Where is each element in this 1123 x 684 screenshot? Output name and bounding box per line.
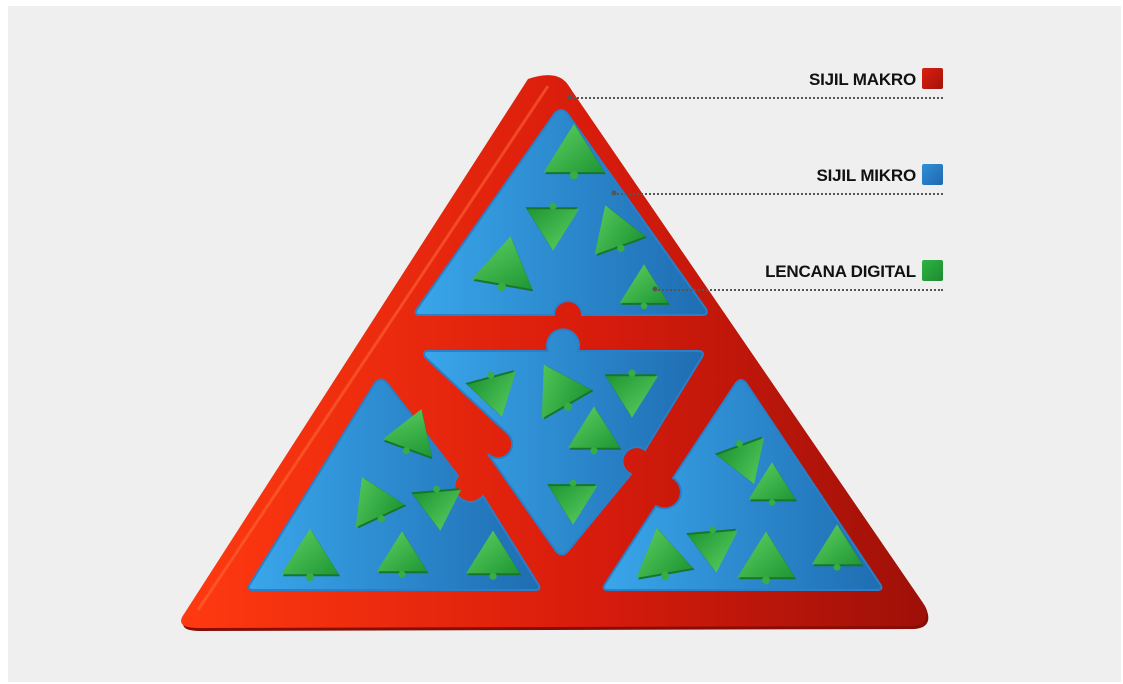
micro-legend-label: SIJIL MIKRO — [816, 166, 916, 186]
micro-certificate-panels — [249, 110, 882, 590]
micro-leader-line — [614, 193, 943, 195]
macro-legend-label: SIJIL MAKRO — [809, 70, 916, 90]
badge-leader-line — [655, 289, 943, 291]
macro-leader-line — [570, 97, 943, 99]
pyramid-diagram — [8, 6, 1121, 682]
badge-legend-swatch — [922, 260, 943, 281]
badge-legend-label: LENCANA DIGITAL — [765, 262, 916, 282]
micro-legend-swatch — [922, 164, 943, 185]
macro-legend-swatch — [922, 68, 943, 89]
diagram-canvas: SIJIL MAKRO SIJIL MIKRO LENCANA DIGITAL — [8, 6, 1121, 682]
